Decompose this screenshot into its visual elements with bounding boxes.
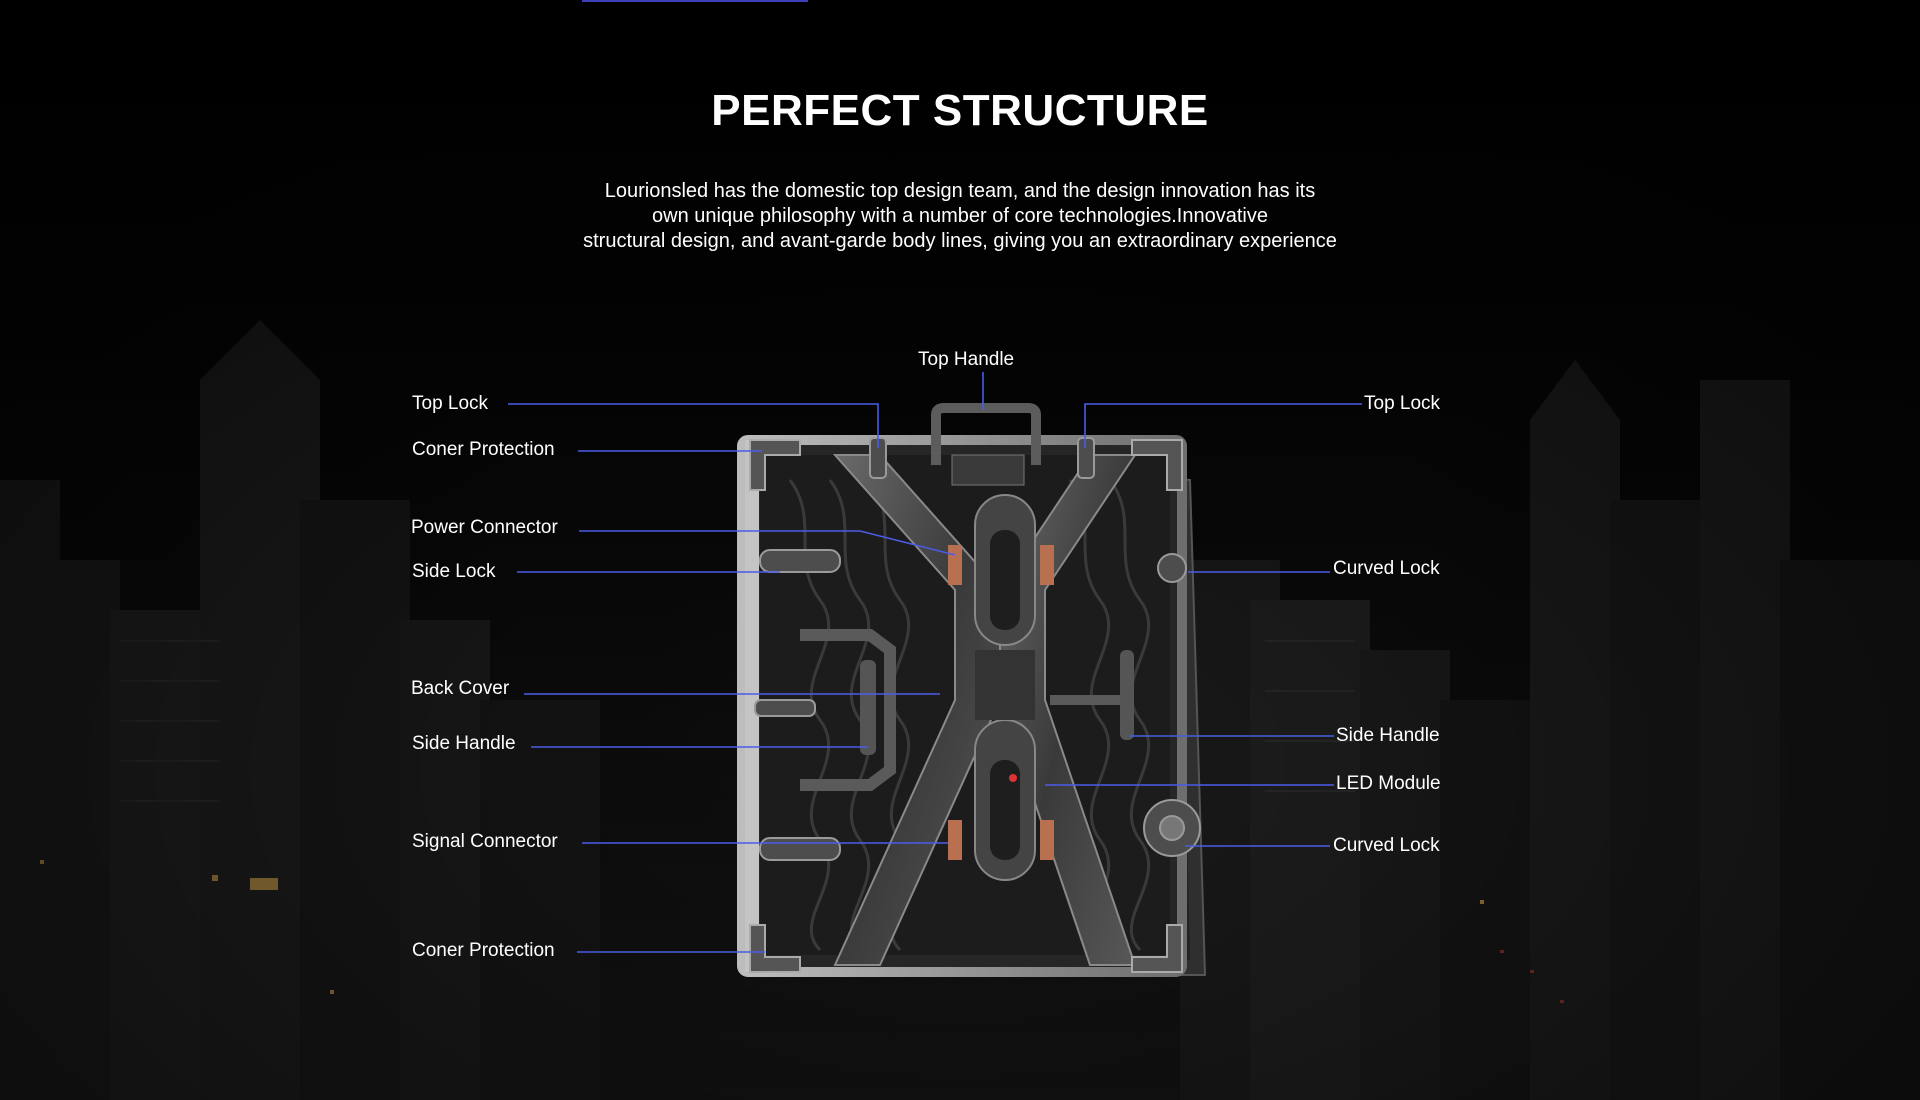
label-back-cover: Back Cover (411, 678, 510, 699)
page-description: Lourionsled has the domestic top design … (0, 179, 1920, 254)
label-corner-protection-top: Coner Protection (412, 439, 555, 460)
description-line-2: own unique philosophy with a number of c… (652, 205, 1268, 227)
side-handles (800, 629, 1134, 791)
top-handle (931, 403, 1041, 486)
description-line-3: structural design, and avant-garde body … (583, 230, 1337, 252)
label-side-lock: Side Lock (412, 561, 496, 582)
label-side-handle-right: Side Handle (1336, 725, 1440, 746)
label-signal-connector: Signal Connector (412, 831, 558, 852)
label-top-lock-left: Top Lock (412, 393, 489, 414)
label-power-connector: Power Connector (411, 517, 558, 538)
label-side-handle-left: Side Handle (412, 733, 516, 754)
description-line-1: Lourionsled has the domestic top design … (604, 180, 1316, 202)
label-top-lock-right: Top Lock (1364, 393, 1441, 414)
center-spine (974, 494, 1036, 881)
connectors (948, 545, 1054, 860)
label-led-module: LED Module (1336, 773, 1441, 794)
corner-protections (749, 439, 1183, 973)
page-title: PERFECT STRUCTURE (711, 86, 1209, 135)
top-accent-bar (582, 0, 808, 2)
label-corner-protection-bottom: Coner Protection (412, 940, 555, 961)
label-top-handle: Top Handle (918, 349, 1015, 370)
label-curved-lock-bottom: Curved Lock (1333, 835, 1440, 856)
locks (754, 437, 1201, 861)
label-curved-lock-top: Curved Lock (1333, 558, 1440, 579)
leader-lines (508, 372, 1362, 953)
